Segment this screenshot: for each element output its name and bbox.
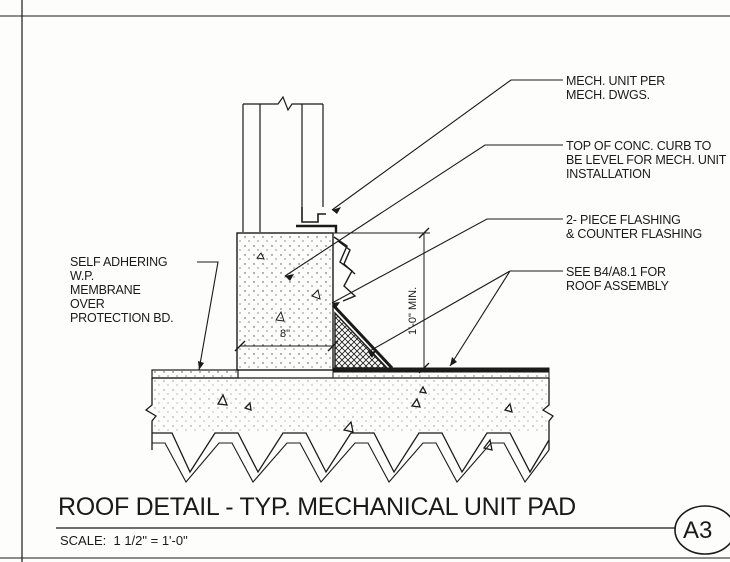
roof-membrane <box>151 367 550 379</box>
leader-lines <box>197 79 563 371</box>
curb-top-note: TOP OF CONC. CURB TO BE LEVEL FOR MECH. … <box>566 139 727 181</box>
scale-value: 1 1/2" = 1'-0" <box>113 533 188 548</box>
flashing-leader <box>331 218 563 304</box>
detail-bubble <box>674 505 730 555</box>
slab-fill <box>152 378 549 433</box>
mechanical-unit <box>242 95 338 233</box>
scale-line: SCALE: 1 1/2" = 1'-0" <box>60 533 188 548</box>
curb-height-dim: 1'-0" MIN. <box>407 287 419 335</box>
membrane-leader <box>197 261 219 371</box>
title-underline <box>56 505 730 555</box>
detail-title: ROOF DETAIL - TYP. MECHANICAL UNIT PAD <box>58 493 576 521</box>
leader-arrowheads <box>198 207 457 370</box>
counter-flashing <box>333 236 357 302</box>
curb-top-leader <box>284 144 563 277</box>
roof-assembly-leader-a <box>367 270 563 353</box>
mech-unit-note: MECH. UNIT PER MECH. DWGS. <box>566 74 666 102</box>
flashing-note: 2- PIECE FLASHING & COUNTER FLASHING <box>566 213 702 241</box>
dimension-lines <box>234 227 430 374</box>
cant-strip <box>331 303 394 370</box>
membrane-note: SELF ADHERING W.P. MEMBRANE OVER PROTECT… <box>70 255 174 325</box>
roof-assembly-note: SEE B4/A8.1 FOR ROOF ASSEMBLY <box>566 265 669 293</box>
curb-width-dim: 8" <box>280 328 290 340</box>
concrete-curb <box>236 232 334 371</box>
roof-assembly-leader-b <box>449 270 511 367</box>
detail-number: A3 <box>683 517 713 544</box>
mech-unit-leader <box>331 79 563 211</box>
scale-label: SCALE: <box>60 533 107 548</box>
